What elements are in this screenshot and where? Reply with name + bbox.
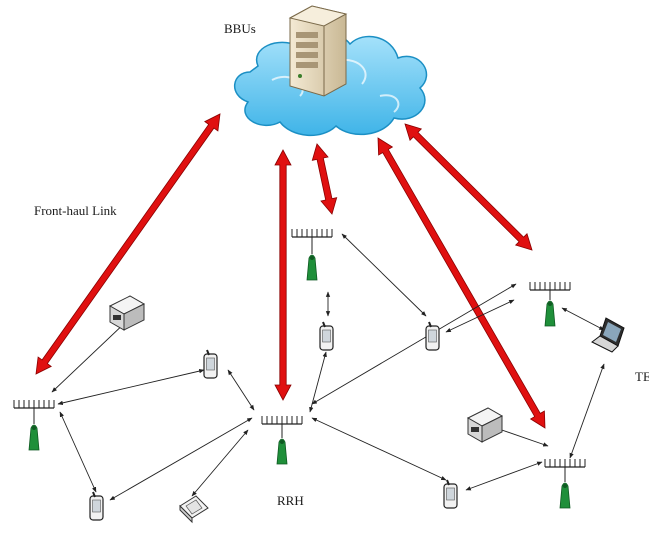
rrh-antenna-icon — [544, 459, 586, 509]
bbus-label: BBUs — [224, 21, 256, 36]
wireless-link — [445, 299, 515, 333]
rrh-group — [13, 229, 586, 509]
fronthaul-arrow — [404, 123, 533, 251]
wireless-link — [59, 411, 97, 493]
scanner-icon — [179, 495, 209, 524]
wireless-link — [57, 368, 205, 406]
phone-icon — [425, 321, 440, 351]
fronthaul-label: Front-haul Link — [34, 203, 117, 218]
printer-icon — [108, 295, 146, 331]
phone-icon — [89, 491, 104, 521]
rrh-antenna-icon — [529, 282, 571, 327]
wireless-link — [341, 233, 427, 317]
laptop-icon — [591, 317, 625, 353]
fronthaul-links — [35, 113, 546, 429]
wireless-link — [569, 363, 605, 459]
wireless-link — [311, 417, 447, 481]
wireless-link — [109, 417, 253, 501]
wireless-link — [227, 369, 255, 411]
rrh-antenna-icon — [291, 229, 333, 281]
rrh-label: RRH — [277, 493, 304, 508]
wireless-link — [191, 429, 249, 497]
fronthaul-arrow — [35, 113, 221, 375]
rrh-antenna-icon — [261, 416, 303, 465]
phone-icon — [203, 349, 218, 379]
wireless-link — [495, 427, 549, 447]
fronthaul-arrow — [274, 149, 292, 401]
rrh-antenna-icon — [13, 400, 55, 451]
phone-icon — [319, 321, 334, 351]
server-icon — [288, 5, 348, 97]
wireless-link — [311, 283, 517, 405]
fronthaul-arrow — [311, 143, 338, 215]
wireless-link — [465, 461, 543, 491]
wireless-link — [309, 351, 327, 413]
wireless-link — [561, 307, 605, 331]
printer-icon — [466, 407, 504, 443]
phone-icon — [443, 479, 458, 509]
te-label: TE — [635, 369, 649, 384]
wireless-links — [51, 233, 605, 501]
device-group — [89, 295, 625, 524]
